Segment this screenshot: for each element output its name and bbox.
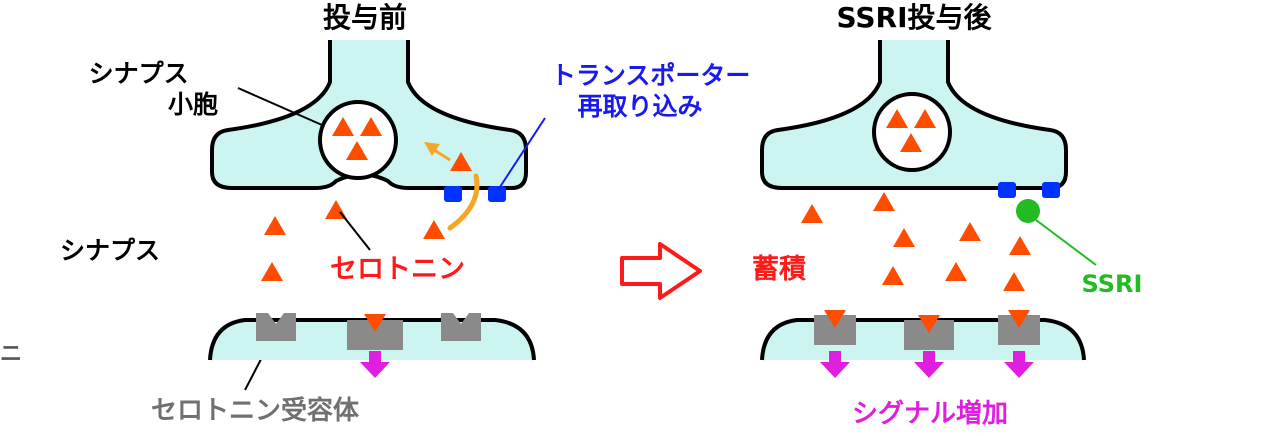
title-before: 投与前 <box>323 1 407 34</box>
label-serotonin: セロトニン <box>330 254 465 285</box>
label-synapse: シナプス <box>60 236 160 265</box>
transporter-left-1 <box>444 186 462 202</box>
synaptic-vesicle-after <box>872 92 952 172</box>
transporter-leader-line <box>497 117 546 191</box>
label-signal: シグナル増加 <box>852 399 1008 429</box>
transporter-left-2 <box>488 186 506 202</box>
postsynaptic-outline-before <box>208 318 536 361</box>
label-transporter-line1: トランスポーター <box>551 61 751 90</box>
process-arrow <box>620 242 702 300</box>
label-receptor: セロトニン受容体 <box>151 395 360 426</box>
label-transporter: トランスポーター 再取り込み <box>551 61 759 121</box>
title-after: SSRI投与後 <box>836 1 992 34</box>
serotonin-leader-line <box>339 211 371 251</box>
cleft-serotonin-after <box>801 192 1031 291</box>
reuptake-arrow <box>447 173 480 231</box>
ssri-molecule <box>1016 199 1040 223</box>
label-vesicle-line2: 小胞 <box>168 90 218 119</box>
postsynaptic-outline-after <box>760 318 1086 361</box>
label-vesicle: シナプス 小胞 <box>89 59 218 119</box>
reuptake-arrow-small <box>433 148 451 162</box>
label-transporter-line2: 再取り込み <box>577 92 702 121</box>
label-accumulation: 蓄積 <box>752 254 806 285</box>
synaptic-vesicle-before <box>318 100 398 180</box>
vesicle-leader-line <box>237 87 323 126</box>
label-edge-glyph: ニ <box>0 342 22 367</box>
signal-arrows-after <box>820 351 1034 378</box>
receptors-before <box>256 313 481 350</box>
reuptake-arrowhead-small <box>424 142 440 156</box>
transporter-right-1 <box>998 182 1016 198</box>
transporter-right-2 <box>1042 182 1060 198</box>
signal-arrow-before <box>360 351 390 378</box>
ssri-leader-line <box>1035 219 1097 266</box>
label-ssri: SSRI <box>1082 270 1143 298</box>
label-vesicle-line1: シナプス <box>89 59 189 88</box>
